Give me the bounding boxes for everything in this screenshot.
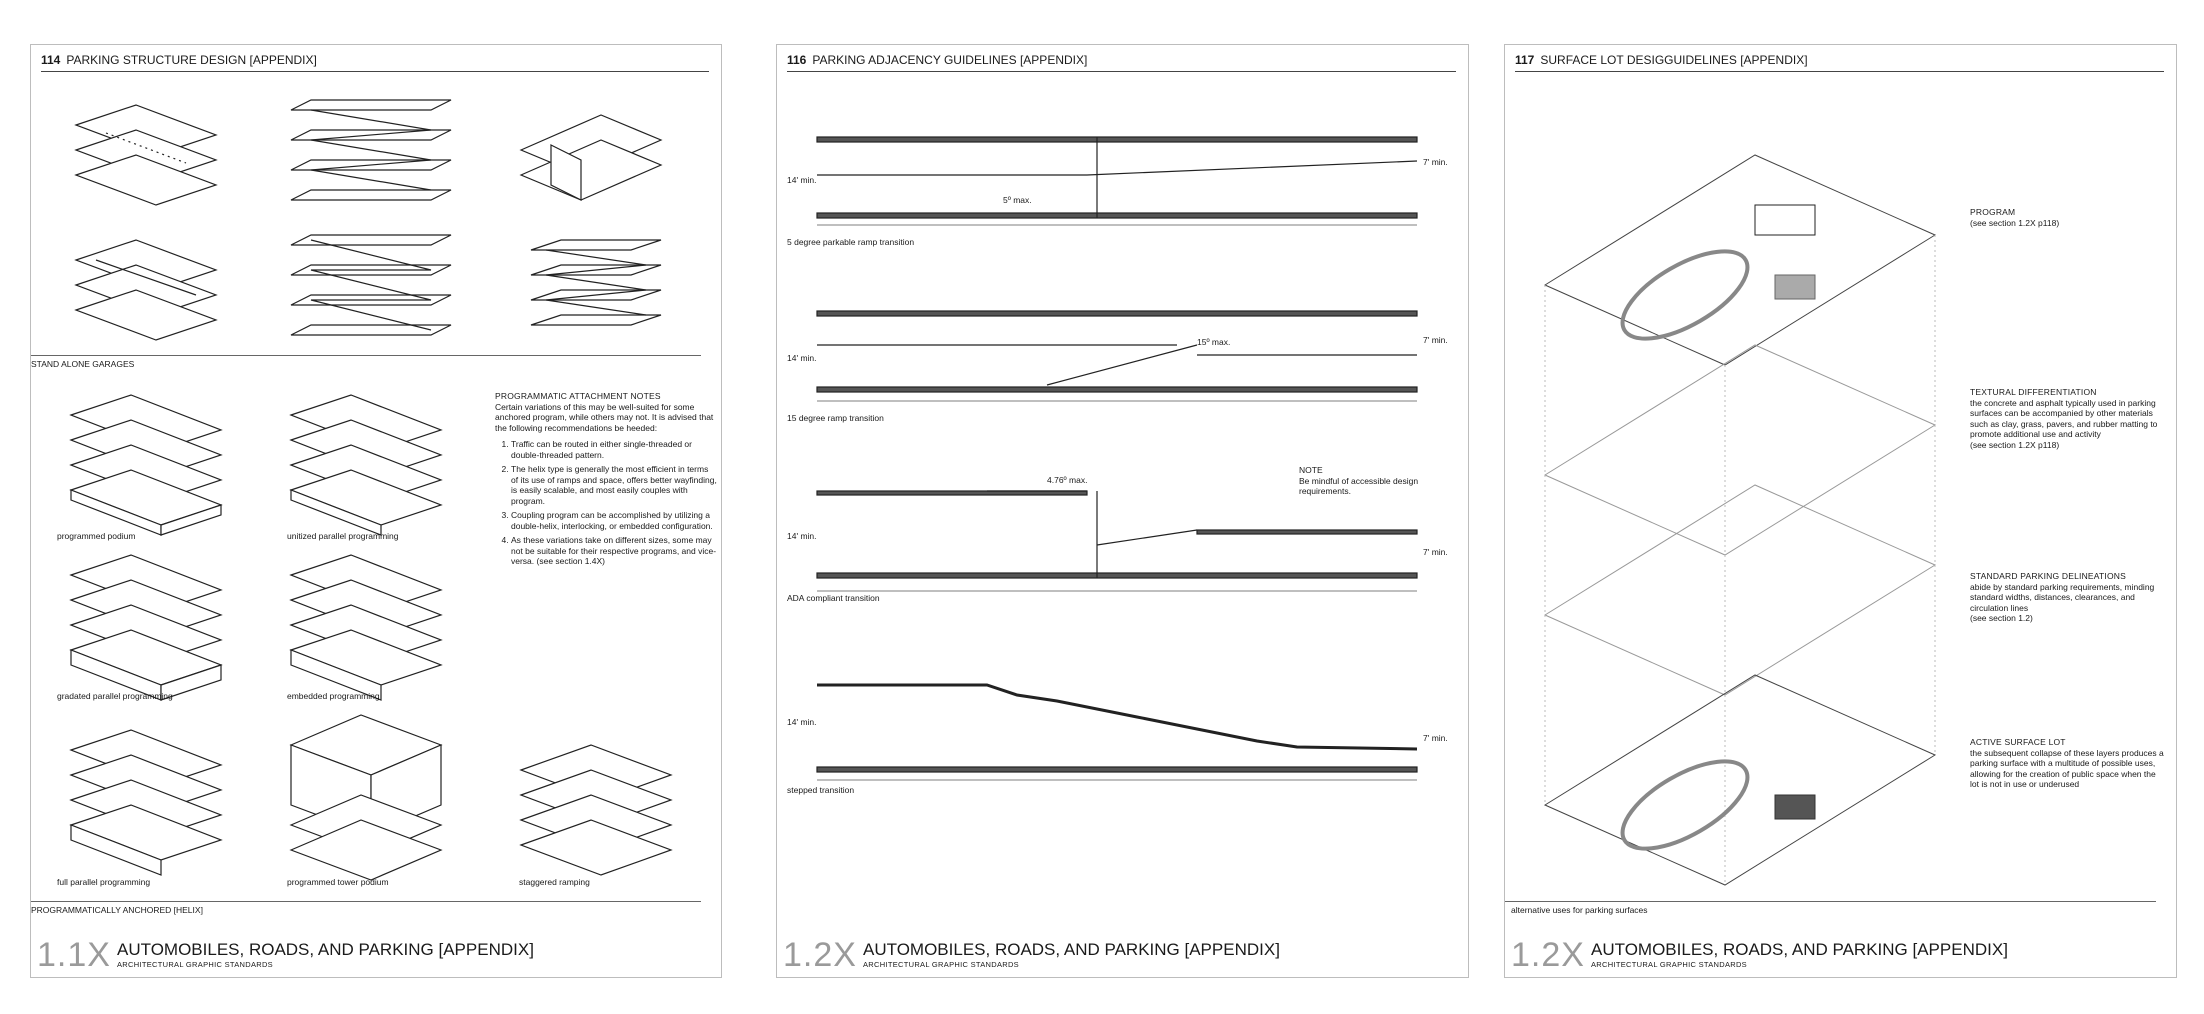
footer-section-number: 1.1X xyxy=(37,936,111,974)
page-number: 116 xyxy=(787,53,807,67)
layer-ref: (see section 1.2X p118) xyxy=(1970,439,2060,450)
section-label-stand-alone: STAND ALONE GARAGES xyxy=(31,359,135,369)
section-ada xyxy=(816,490,1418,592)
dim-left-3: 14' min. xyxy=(787,531,817,541)
page-title: PARKING STRUCTURE DESIGN [APPENDIX] xyxy=(66,53,317,67)
notes-title: PROGRAMMATIC ATTACHMENT NOTES xyxy=(495,391,661,401)
notes-intro: Certain variations of this may be well-s… xyxy=(495,401,714,433)
dim-right-2: 7' min. xyxy=(1423,335,1448,345)
garage-stack-6 xyxy=(530,239,662,326)
page-title: PARKING ADJACENCY GUIDELINES [APPENDIX] xyxy=(812,53,1088,67)
angle-2: 15º max. xyxy=(1197,337,1231,347)
page-114: 114 PARKING STRUCTURE DESIGN [APPENDIX] xyxy=(30,44,722,978)
layer-note-texture: TEXTURAL DIFFERENTIATION the concrete an… xyxy=(1970,387,2165,450)
notes-list: Traffic can be routed in either single-t… xyxy=(495,439,717,567)
dim-right-4: 7' min. xyxy=(1423,733,1448,743)
layer-texture xyxy=(1543,344,1937,556)
caption-staggered: staggered ramping xyxy=(519,877,590,887)
section-stepped xyxy=(816,683,1418,781)
attachment-notes: PROGRAMMATIC ATTACHMENT NOTES Certain va… xyxy=(495,391,717,571)
note-title: NOTE xyxy=(1299,465,1323,475)
divider xyxy=(31,355,701,356)
caption-section-1: 5 degree parkable ramp transition xyxy=(787,237,915,247)
adjacency-sections xyxy=(816,136,1418,781)
helix-embedded xyxy=(289,554,443,701)
footer-section-number: 1.2X xyxy=(783,936,857,974)
angle-3: 4.76º max. xyxy=(1047,475,1088,485)
dim-left-2: 14' min. xyxy=(787,353,817,363)
helix-full-parallel xyxy=(69,729,223,876)
dim-left-4: 14' min. xyxy=(787,717,817,727)
helix-gradated xyxy=(69,554,223,701)
layer-ref: (see section 1.2) xyxy=(1970,613,2033,623)
garage-stack-3 xyxy=(519,114,663,201)
garage-stack-4 xyxy=(74,239,218,341)
layer-exploded-axon xyxy=(1543,154,1937,886)
caption-full-parallel: full parallel programming xyxy=(57,877,151,887)
caption-section-2: 15 degree ramp transition xyxy=(787,413,884,423)
layer-title: PROGRAM xyxy=(1970,207,2016,217)
notes-item: Traffic can be routed in either single-t… xyxy=(511,439,717,460)
layer-title: TEXTURAL DIFFERENTIATION xyxy=(1970,387,2097,397)
layer-text: (see section 1.2X p118) xyxy=(1970,217,2060,228)
divider xyxy=(31,901,701,902)
caption-embedded: embedded programming xyxy=(287,691,380,701)
notes-item: Coupling program can be accomplished by … xyxy=(511,510,717,531)
page-header: 114 PARKING STRUCTURE DESIGN [APPENDIX] xyxy=(41,51,709,72)
page-header: 117 SURFACE LOT DESIGGUIDELINES [APPENDIX… xyxy=(1515,51,2164,72)
footer-title: AUTOMOBILES, ROADS, AND PARKING [APPENDI… xyxy=(117,940,534,959)
layer-program xyxy=(1543,154,1937,366)
helix-unitized xyxy=(289,394,443,536)
layer-text: the concrete and asphalt typically used … xyxy=(1970,397,2158,440)
garage-stack-1 xyxy=(74,104,218,206)
footer-title: AUTOMOBILES, ROADS, AND PARKING [APPENDI… xyxy=(1591,940,2008,959)
page-number: 117 xyxy=(1515,53,1535,67)
caption-programmed-podium: programmed podium xyxy=(57,531,136,541)
caption-section-3: ADA compliant transition xyxy=(787,593,880,603)
helix-programmed-podium xyxy=(69,394,223,536)
dim-right-3: 7' min. xyxy=(1423,547,1448,557)
layer-text: abide by standard parking requirements, … xyxy=(1970,581,2155,613)
layer-delineation xyxy=(1543,484,1937,696)
layer-text: the subsequent collapse of these layers … xyxy=(1970,747,2164,790)
garage-diagrams-top xyxy=(74,99,663,341)
footer-section-number: 1.2X xyxy=(1511,936,1585,974)
layer-note-active: ACTIVE SURFACE LOT the subsequent collap… xyxy=(1970,737,2165,790)
section-5-degree xyxy=(816,136,1418,226)
dim-left-1: 14' min. xyxy=(787,175,817,185)
caption-section-4: stepped transition xyxy=(787,785,855,795)
helix-diagrams xyxy=(69,394,673,881)
accessibility-note: NOTE Be mindful of accessible design req… xyxy=(1299,465,1449,497)
page-title: SURFACE LOT DESIGGUIDELINES [APPENDIX] xyxy=(1540,53,1808,67)
page-header: 116 PARKING ADJACENCY GUIDELINES [APPENDI… xyxy=(787,51,1456,72)
layer-title: STANDARD PARKING DELINEATIONS xyxy=(1970,571,2126,581)
page-number: 114 xyxy=(41,53,61,67)
footer-subtitle: ARCHITECTURAL GRAPHIC STANDARDS xyxy=(117,960,273,969)
divider xyxy=(1505,901,2156,902)
garage-stack-2 xyxy=(290,99,452,201)
notes-item: As these variations take on different si… xyxy=(511,535,717,567)
notes-item: The helix type is generally the most eff… xyxy=(511,464,717,506)
angle-1: 5º max. xyxy=(1003,195,1032,205)
page-117: 117 SURFACE LOT DESIGGUIDELINES [APPENDIX… xyxy=(1504,44,2177,978)
layer-title: ACTIVE SURFACE LOT xyxy=(1970,737,2066,747)
caption-tower-podium: programmed tower podium xyxy=(287,877,389,887)
section-15-degree xyxy=(816,310,1418,402)
helix-staggered xyxy=(519,744,673,876)
dim-right-1: 7' min. xyxy=(1423,157,1448,167)
footer-title: AUTOMOBILES, ROADS, AND PARKING [APPENDI… xyxy=(863,940,1280,959)
layer-note-delineation: STANDARD PARKING DELINEATIONS abide by s… xyxy=(1970,571,2165,624)
garage-stack-5 xyxy=(290,234,452,336)
helix-tower-podium xyxy=(289,714,443,881)
footer-subtitle: ARCHITECTURAL GRAPHIC STANDARDS xyxy=(863,960,1019,969)
note-text: Be mindful of accessible design requirem… xyxy=(1299,475,1419,497)
section-label-anchored: PROGRAMMATICALLY ANCHORED [HELIX] xyxy=(31,905,203,915)
caption-gradated: gradated parallel programming xyxy=(57,691,173,701)
caption-unitized: unitized parallel programming xyxy=(287,531,399,541)
layer-note-program: PROGRAM (see section 1.2X p118) xyxy=(1970,207,2165,228)
caption-surface: alternative uses for parking surfaces xyxy=(1511,905,1648,915)
page-116: 116 PARKING ADJACENCY GUIDELINES [APPENDI… xyxy=(776,44,1469,978)
layer-active-lot xyxy=(1543,674,1937,886)
footer-subtitle: ARCHITECTURAL GRAPHIC STANDARDS xyxy=(1591,960,1747,969)
